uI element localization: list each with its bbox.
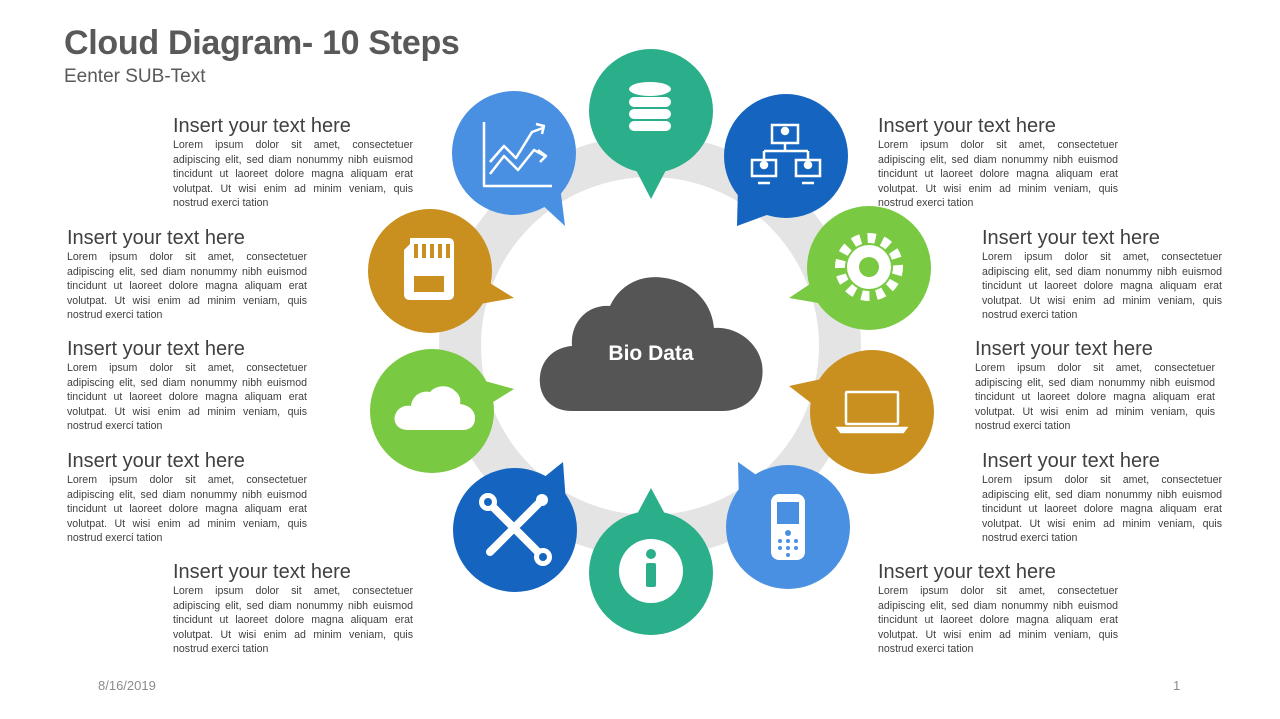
text-block-heading: Insert your text here bbox=[982, 450, 1160, 472]
info-icon bbox=[619, 539, 683, 603]
text-block-body: Lorem ipsum dolor sit amet, consectetuer… bbox=[67, 251, 307, 322]
text-block-8: Insert your text here Lorem ipsum dolor … bbox=[975, 337, 1215, 434]
text-block-6: Insert your text here Lorem ipsum dolor … bbox=[878, 114, 1118, 211]
text-block-heading: Insert your text here bbox=[975, 338, 1153, 360]
step-bubble-9[interactable] bbox=[368, 209, 514, 333]
central-cloud bbox=[539, 277, 763, 411]
text-block-body: Lorem ipsum dolor sit amet, consectetuer… bbox=[982, 251, 1222, 322]
text-block-body: Lorem ipsum dolor sit amet, consectetuer… bbox=[878, 139, 1118, 210]
text-block-body: Lorem ipsum dolor sit amet, consectetuer… bbox=[173, 139, 413, 210]
text-block-body: Lorem ipsum dolor sit amet, consectetuer… bbox=[67, 362, 307, 433]
step-bubble-3[interactable] bbox=[789, 206, 931, 330]
footer-date: 8/16/2019 bbox=[98, 678, 156, 693]
text-block-heading: Insert your text here bbox=[67, 338, 245, 360]
text-block-heading: Insert your text here bbox=[173, 561, 351, 583]
growth-chart-icon bbox=[482, 122, 552, 188]
laptop-icon bbox=[835, 390, 909, 434]
text-block-3: Insert your text here Lorem ipsum dolor … bbox=[67, 337, 307, 434]
step-bubble-4[interactable] bbox=[789, 350, 934, 474]
step-bubble-5[interactable] bbox=[726, 462, 850, 589]
step-bubble-10[interactable] bbox=[452, 91, 576, 226]
step-bubble-2[interactable] bbox=[724, 94, 848, 226]
text-block-7: Insert your text here Lorem ipsum dolor … bbox=[982, 226, 1222, 323]
text-block-heading: Insert your text here bbox=[173, 115, 351, 137]
text-block-body: Lorem ipsum dolor sit amet, consectetuer… bbox=[173, 585, 413, 656]
text-block-body: Lorem ipsum dolor sit amet, consectetuer… bbox=[878, 585, 1118, 656]
page-subtitle: Eenter SUB-Text bbox=[64, 66, 206, 87]
step-bubble-7[interactable] bbox=[453, 462, 577, 592]
tools-icon bbox=[479, 493, 552, 566]
text-block-heading: Insert your text here bbox=[878, 115, 1056, 137]
cloud-icon bbox=[394, 386, 476, 430]
center-label: Bio Data bbox=[608, 342, 694, 365]
text-block-body: Lorem ipsum dolor sit amet, consectetuer… bbox=[982, 474, 1222, 545]
text-block-heading: Insert your text here bbox=[878, 561, 1056, 583]
page-title: Cloud Diagram- 10 Steps bbox=[64, 24, 460, 62]
database-icon bbox=[629, 82, 671, 131]
step-bubble-6[interactable] bbox=[589, 488, 713, 635]
text-block-body: Lorem ipsum dolor sit amet, consectetuer… bbox=[975, 362, 1215, 433]
network-icon bbox=[750, 123, 822, 185]
text-block-heading: Insert your text here bbox=[67, 227, 245, 249]
page-number: 1 bbox=[1173, 678, 1181, 693]
text-block-4: Insert your text here Lorem ipsum dolor … bbox=[67, 449, 307, 546]
text-block-5: Insert your text here Lorem ipsum dolor … bbox=[173, 560, 413, 657]
text-block-1: Insert your text here Lorem ipsum dolor … bbox=[173, 114, 413, 211]
step-bubble-1[interactable] bbox=[589, 49, 713, 199]
mobile-phone-icon bbox=[771, 494, 805, 560]
text-block-10: Insert your text here Lorem ipsum dolor … bbox=[878, 560, 1118, 657]
text-block-body: Lorem ipsum dolor sit amet, consectetuer… bbox=[67, 474, 307, 545]
step-bubble-8[interactable] bbox=[370, 349, 514, 473]
text-block-2: Insert your text here Lorem ipsum dolor … bbox=[67, 226, 307, 323]
sd-card-icon bbox=[404, 238, 454, 300]
gear-icon bbox=[835, 233, 903, 301]
text-block-9: Insert your text here Lorem ipsum dolor … bbox=[982, 449, 1222, 546]
text-block-heading: Insert your text here bbox=[67, 450, 245, 472]
text-block-heading: Insert your text here bbox=[982, 227, 1160, 249]
